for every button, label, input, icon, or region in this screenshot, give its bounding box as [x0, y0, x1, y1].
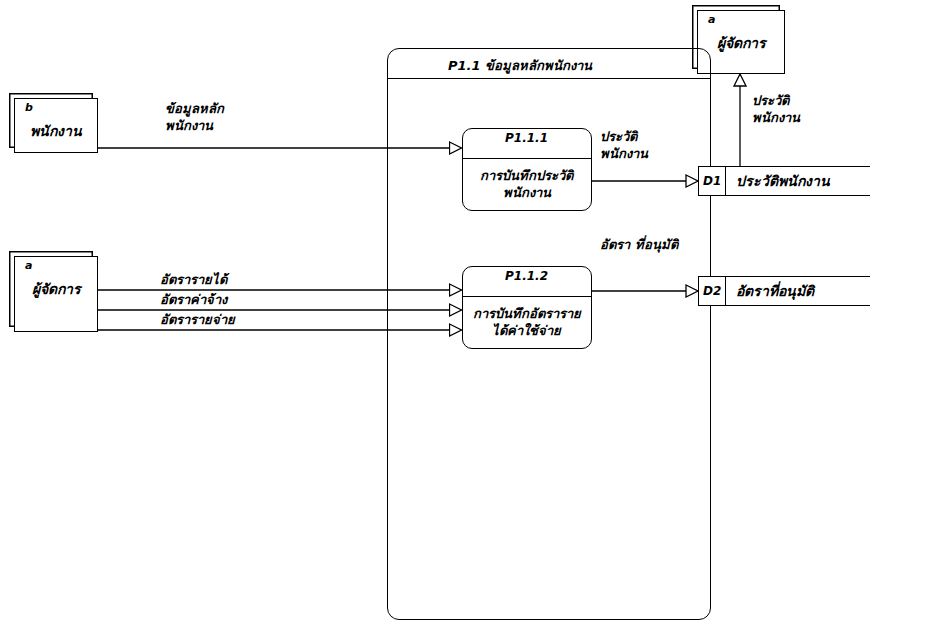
external-entity: a ผู้จัดการ: [14, 256, 98, 332]
data-flow: [98, 309, 462, 310]
flow-label: ประวัติ พนักงาน: [600, 128, 680, 162]
node-id: a: [708, 13, 774, 26]
process-box: P1.1.1การบันทึกประวัติพนักงาน: [462, 128, 592, 211]
node-label: อัตราที่อนุมัติ: [726, 277, 824, 305]
data-flow: [592, 290, 699, 291]
data-store: D2อัตราที่อนุมัติ: [698, 276, 870, 306]
data-flow: [98, 329, 462, 330]
flow-label: อัตรารายจ่าย: [160, 311, 235, 328]
flow-label: ประวัติ พนักงาน: [752, 92, 832, 126]
node-label: การบันทึกอัตรารายได้ค่าใช้จ่าย: [463, 297, 591, 348]
data-flow: [592, 180, 699, 181]
flow-label: อัตราค่าจ้าง: [160, 291, 227, 308]
node-id: b: [25, 101, 87, 114]
flow-label: อัตรารายได้: [160, 271, 227, 288]
node-id: D1: [699, 167, 726, 195]
data-flow: [98, 147, 462, 148]
node-id: P1.1.1: [463, 129, 591, 159]
node-id: a: [25, 259, 87, 272]
node-label: ผู้จัดการ: [25, 278, 87, 300]
data-store: D1ประวัติพนักงาน: [698, 166, 870, 196]
node-id: D2: [699, 277, 726, 305]
node-label: ประวัติพนักงาน: [726, 167, 840, 195]
node-id: P1.1.2: [463, 267, 591, 297]
flow-label: ข้อมูลหลัก พนักงาน: [165, 100, 260, 134]
node-label: พนักงาน: [25, 120, 87, 142]
node-label: การบันทึกประวัติพนักงาน: [463, 159, 591, 210]
node-label: P1.1 ข้อมูลหลักพนักงาน: [388, 49, 710, 79]
data-flow: [98, 289, 462, 290]
flow-label: อัตรา ที่อนุมัติ: [600, 236, 678, 253]
external-entity: b พนักงาน: [14, 98, 98, 153]
data-flow: [739, 74, 740, 166]
node-label: ผู้จัดการ: [708, 32, 774, 54]
process-box: P1.1.2การบันทึกอัตรารายได้ค่าใช้จ่าย: [462, 266, 592, 349]
